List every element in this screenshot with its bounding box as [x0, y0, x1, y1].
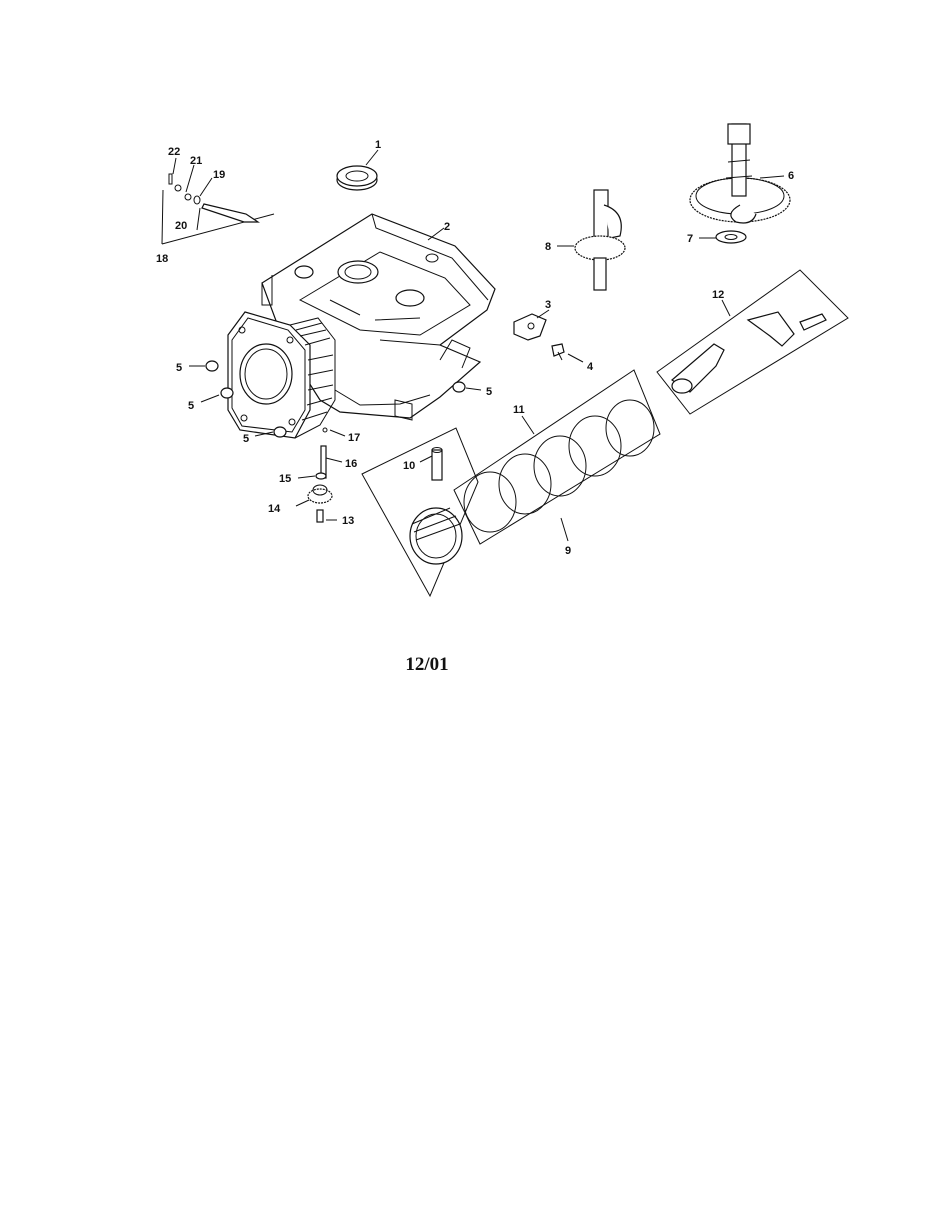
- callout-20: 20: [175, 220, 187, 232]
- leader-lines: [172, 149, 785, 542]
- connecting-rod-group: [656, 269, 849, 415]
- oil-seal-part: [336, 165, 378, 191]
- callout-3: 3: [545, 299, 551, 311]
- callout-22: 22: [168, 146, 180, 158]
- callout-9: 9: [565, 545, 571, 557]
- bracket-part: [513, 313, 547, 341]
- callout-11: 11: [513, 404, 525, 416]
- callout-labels: 1 2 3 4 5 5 5 5 6 7 8 9 10 11 12 13 14 1…: [156, 139, 794, 557]
- callout-19: 19: [213, 169, 225, 181]
- thrust-washer-part: [715, 230, 747, 244]
- callout-12: 12: [712, 289, 724, 301]
- governor-parts: [307, 427, 333, 523]
- callout-16: 16: [345, 458, 357, 470]
- callout-8: 8: [545, 241, 551, 253]
- callout-14: 14: [268, 503, 281, 515]
- date-code: 12/01: [405, 654, 449, 675]
- callout-4: 4: [587, 361, 594, 373]
- callout-5d: 5: [486, 386, 492, 398]
- screw-part: [551, 343, 565, 361]
- callout-2: 2: [444, 221, 450, 233]
- piston-ring-set: [453, 369, 661, 545]
- callout-6: 6: [788, 170, 794, 182]
- callout-17: 17: [348, 432, 360, 444]
- callout-15: 15: [279, 473, 291, 485]
- callout-1: 1: [375, 139, 381, 151]
- callout-21: 21: [190, 155, 202, 167]
- callout-7: 7: [687, 233, 693, 245]
- piston-group: [361, 427, 479, 598]
- plug-parts: [205, 360, 466, 438]
- callout-18: 18: [156, 253, 168, 265]
- callout-5c: 5: [243, 433, 249, 445]
- crankshaft-part: [574, 189, 626, 291]
- governor-lever-parts: [161, 173, 275, 245]
- callout-5a: 5: [176, 362, 182, 374]
- callout-13: 13: [342, 515, 354, 527]
- callout-5b: 5: [188, 400, 194, 412]
- cylinder-block-part: [227, 213, 496, 439]
- camshaft-part: [689, 123, 791, 224]
- callout-10: 10: [403, 460, 415, 472]
